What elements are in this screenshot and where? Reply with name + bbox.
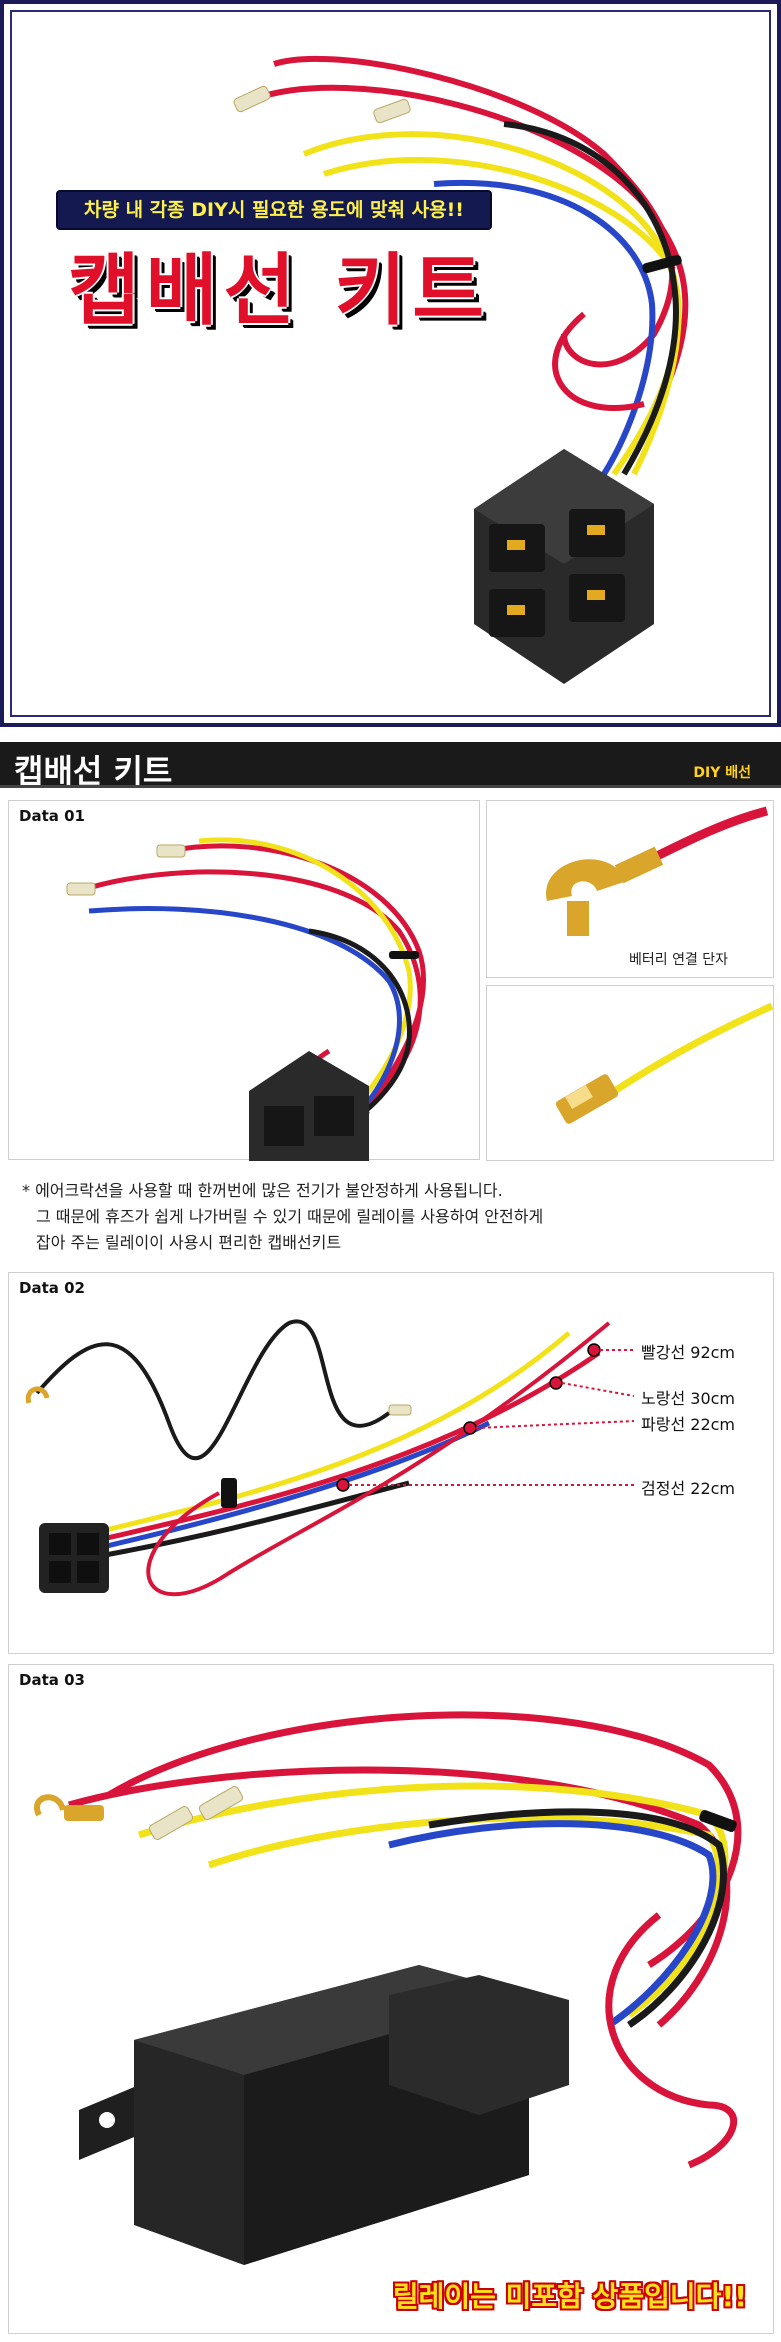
battery-terminal-panel: 베터리 연결 단자: [486, 800, 774, 978]
wire-length-yellow-value: 30cm: [690, 1389, 736, 1408]
wire-name-black: 검정선: [641, 1479, 686, 1498]
female-terminal-illustration: [555, 1002, 774, 1124]
hero-product-illustration: [233, 55, 689, 684]
data01-panel: Data 01: [8, 800, 480, 1161]
section-tag: DIY 배선: [693, 765, 751, 781]
wire-length-yellow: 노랑선 30cm: [641, 1385, 735, 1409]
hero-frame: [10, 10, 771, 717]
hero-ribbon: 차량 내 각종 DIY시 필요한 용도에 맞춰 사용!!: [56, 190, 492, 230]
wire-name-blue: 파랑선: [641, 1415, 686, 1434]
description-line-2: 그 때문에 휴즈가 쉽게 나가버릴 수 있기 때문에 릴레이를 사용하여 안전하…: [36, 1207, 544, 1226]
wire-name-red: 빨강선: [641, 1343, 686, 1362]
data02-panel: Data 02 빨강선 92cm 노랑선 30cm: [8, 1272, 774, 1654]
wire-length-red: 빨강선 92cm: [641, 1339, 735, 1363]
data01-label: Data 01: [19, 807, 85, 825]
data03-label: Data 03: [19, 1671, 85, 1689]
description-line-1: * 에어크락션을 사용할 때 한꺼번에 많은 전기가 불안정하게 사용됩니다.: [22, 1181, 503, 1200]
data02-label: Data 02: [19, 1279, 85, 1297]
relay-socket-shape: [474, 449, 654, 684]
relay-not-included-banner: 릴레이는 미포함 상품입니다!!: [392, 2280, 747, 2313]
wire-name-yellow: 노랑선: [641, 1389, 686, 1408]
female-terminal-panel: [486, 985, 774, 1161]
wire-length-black-value: 22cm: [690, 1479, 736, 1498]
section-header: 캡배선 키트 DIY 배선: [0, 742, 781, 790]
wire-length-blue: 파랑선 22cm: [641, 1411, 735, 1435]
section-divider: [0, 785, 781, 788]
data03-panel: Data 03 릴레이는 미포함 상품입니다!!: [8, 1664, 774, 2334]
product-description: * 에어크락션을 사용할 때 한꺼번에 많은 전기가 불안정하게 사용됩니다. …: [22, 1178, 762, 1256]
data01-harness-illustration: [66, 837, 426, 1161]
description-line-3: 잡아 주는 릴레이이 사용시 편리한 캡배선키트: [36, 1233, 342, 1252]
data02-wire-length-diagram: [25, 1319, 635, 1597]
ring-terminal-illustration: [546, 806, 769, 936]
wire-length-blue-value: 22cm: [690, 1415, 736, 1434]
hero-banner: 차량 내 각종 DIY시 필요한 용도에 맞춰 사용!! 캡배선 키트: [0, 0, 781, 727]
battery-terminal-caption: 베터리 연결 단자: [629, 952, 729, 968]
hero-title: 캡배선 키트: [68, 246, 490, 336]
data03-relay-illustration: [34, 1711, 742, 2265]
wire-length-red-value: 92cm: [690, 1343, 736, 1362]
section-title: 캡배선 키트: [14, 752, 173, 790]
wire-length-black: 검정선 22cm: [641, 1475, 735, 1499]
